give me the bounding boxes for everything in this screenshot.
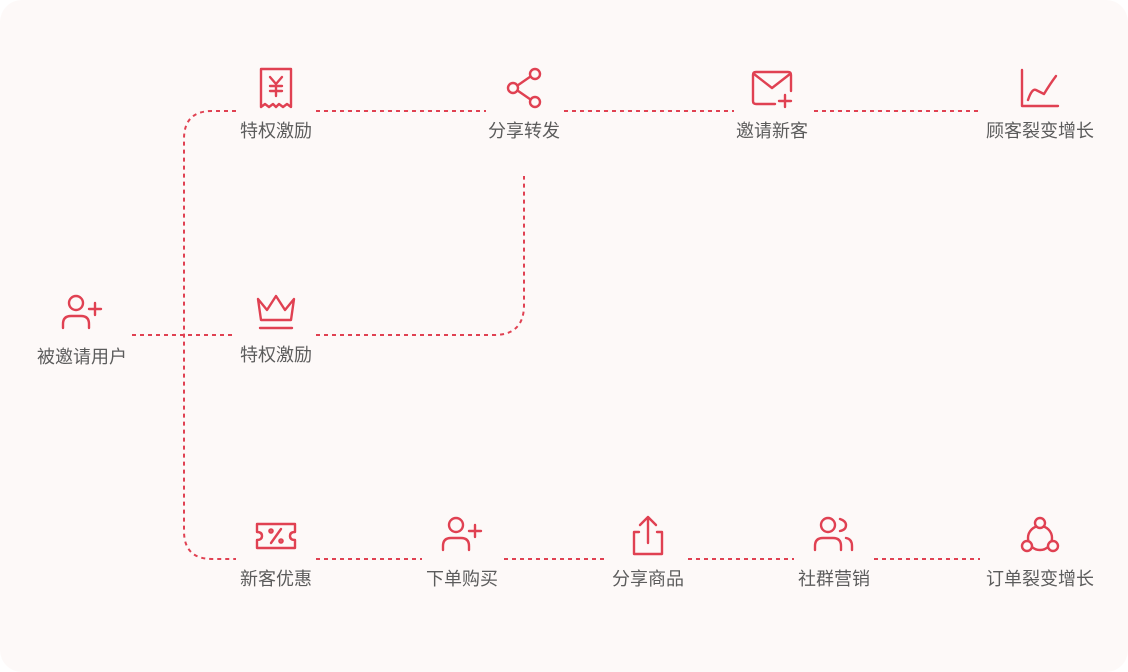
- node-label: 被邀请用户: [37, 347, 127, 368]
- user-plus-icon: [61, 294, 103, 330]
- node-label: 分享商品: [612, 569, 684, 590]
- share-icon: [506, 67, 542, 109]
- node-label: 社群营销: [798, 569, 870, 590]
- users-icon: [813, 516, 854, 552]
- node-label: 新客优惠: [240, 569, 312, 590]
- node-order-growth: 订单裂变增长: [970, 512, 1110, 592]
- node-invited-user: 被邀请用户: [12, 290, 152, 370]
- node-share-product: 分享商品: [578, 512, 718, 592]
- node-new-customer-offer: 新客优惠: [206, 512, 346, 592]
- connector-middle-to-share: [316, 176, 525, 336]
- node-label: 分享转发: [488, 121, 560, 142]
- network-icon: [1020, 516, 1060, 553]
- node-middle-privilege: 特权激励: [206, 288, 346, 368]
- user-plus-icon: [441, 516, 483, 552]
- node-label: 邀请新客: [736, 121, 808, 142]
- node-place-order: 下单购买: [392, 512, 532, 592]
- mail-plus-icon: [751, 70, 793, 109]
- coupon-icon: [255, 522, 297, 550]
- node-label: 顾客裂变增长: [986, 121, 1094, 142]
- node-top-privilege: 特权激励: [206, 64, 346, 144]
- node-label: 下单购买: [426, 569, 498, 590]
- connector-spine: [183, 110, 236, 560]
- node-community-marketing: 社群营销: [764, 512, 904, 592]
- line-chart-icon: [1020, 68, 1060, 108]
- node-share-forward: 分享转发: [454, 64, 594, 144]
- node-label: 特权激励: [240, 121, 312, 142]
- node-invite-new: 邀请新客: [702, 64, 842, 144]
- node-label: 特权激励: [240, 345, 312, 366]
- crown-icon: [256, 294, 296, 330]
- node-customer-growth: 顾客裂变增长: [970, 64, 1110, 144]
- upload-share-icon: [632, 515, 664, 556]
- receipt-yuan-icon: [259, 67, 293, 109]
- node-label: 订单裂变增长: [986, 569, 1094, 590]
